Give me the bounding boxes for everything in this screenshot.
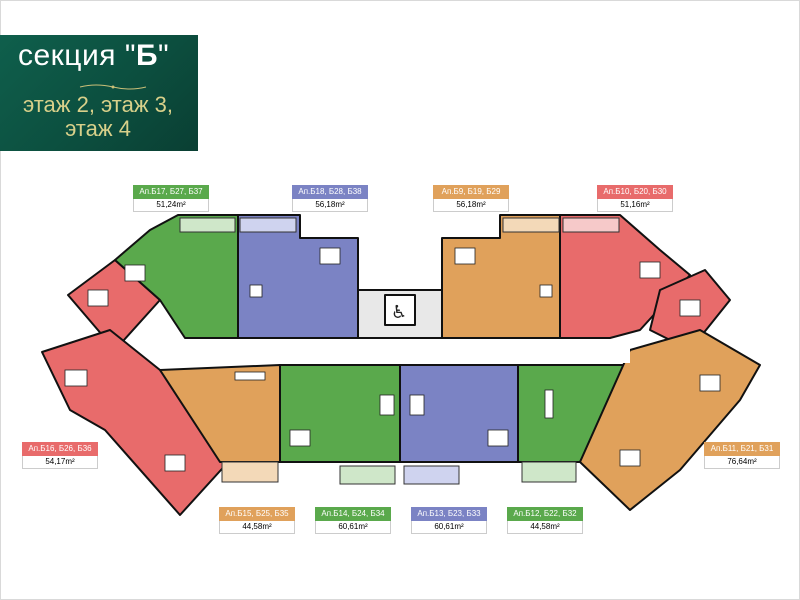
apartment-label-b12: Ап.Б12, Б22, Б32 44,58m² (507, 507, 583, 534)
bed-icon (64, 369, 88, 387)
bed-icon (699, 374, 721, 392)
bed-icon (454, 247, 476, 265)
apartment-label-b15: Ап.Б15, Б25, Б35 44,58m² (219, 507, 295, 534)
section-header: секция "Б" этаж 2, этаж 3, этаж 4 (0, 35, 198, 151)
bed-icon (124, 264, 146, 282)
apartment-label-b13: Ап.Б13, Б23, Б33 60,61m² (411, 507, 487, 534)
table-icon (249, 284, 263, 298)
bed-icon (164, 454, 186, 472)
apartment-label-b18: Ап.Б18, Б28, Б38 56,18m² (292, 185, 368, 212)
section-title: секция "Б" (18, 39, 170, 72)
floor-line-2: этаж 4 (65, 116, 131, 141)
sofa-icon (234, 371, 266, 381)
table-icon (539, 284, 553, 298)
bed-icon (289, 429, 311, 447)
apartment-label-b14: Ап.Б14, Б24, Б34 60,61m² (315, 507, 391, 534)
balcony-b17 (179, 217, 236, 233)
balcony-b9 (502, 217, 560, 233)
apartment-label-b10: Ап.Б10, Б20, Б30 51,16m² (597, 185, 673, 212)
corridor (160, 345, 630, 363)
bed-icon (319, 247, 341, 265)
apartment-label-b11: Ап.Б11, Б21, Б31 76,64m² (704, 442, 780, 469)
ornament-icon (79, 84, 147, 90)
elevator (384, 294, 416, 326)
balcony-b12 (521, 461, 577, 483)
bed-icon (87, 289, 109, 307)
bed-icon (679, 299, 701, 317)
apartment-label-b17: Ап.Б17, Б27, Б37 51,24m² (133, 185, 209, 212)
apartment-label-b9: Ап.Б9, Б19, Б29 56,18m² (433, 185, 509, 212)
balcony-b18 (239, 217, 297, 233)
bed-icon (619, 449, 641, 467)
floor-line-1: этаж 2, этаж 3, (22, 92, 174, 117)
balcony-b10 (562, 217, 620, 233)
table-icon (409, 394, 425, 416)
balcony-b13 (403, 465, 460, 485)
apartment-b18-area (237, 214, 359, 339)
balcony-b15 (221, 461, 279, 483)
accessibility-icon: ♿ (391, 302, 407, 323)
bed-icon (487, 429, 509, 447)
bed-icon (639, 261, 661, 279)
balcony-b14 (339, 465, 396, 485)
apartment-b9-area (441, 214, 561, 339)
apartment-label-b16: Ап.Б16, Б26, Б36 54,17m² (22, 442, 98, 469)
sofa-icon (544, 389, 554, 419)
table-icon (379, 394, 395, 416)
floor-list: этаж 2, этаж 3, этаж 4 (0, 93, 196, 141)
